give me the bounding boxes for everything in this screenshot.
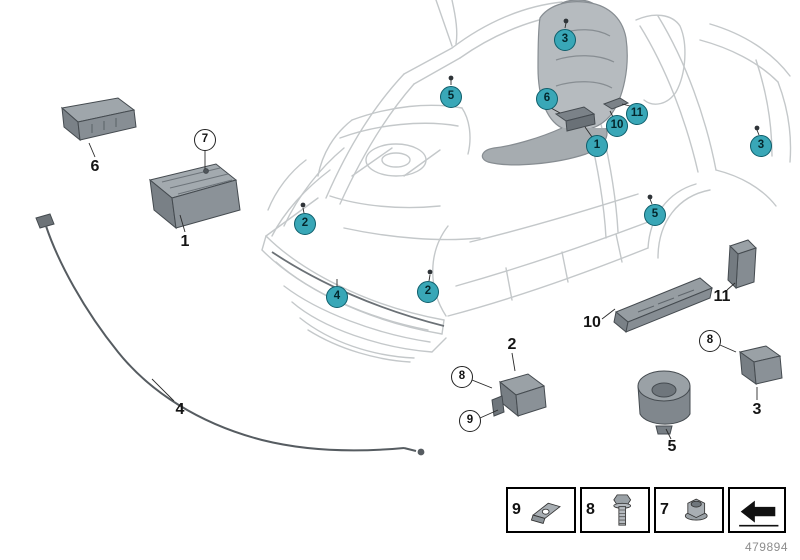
under-seat-modules [554,97,630,132]
callout-circle-3-seat[interactable]: 3 [554,29,576,51]
callout-circle-11[interactable]: 11 [626,103,648,125]
callout-circle-1[interactable]: 1 [586,135,608,157]
diagram-number: 479894 [744,540,788,554]
callout-circle-9[interactable]: 9 [459,410,481,432]
callout-circle-2-mid[interactable]: 2 [417,281,439,303]
part-label-5[interactable]: 5 [667,438,677,455]
part-2-front-sensor [491,373,547,418]
part-11-bracket [727,239,757,290]
part-label-10[interactable]: 10 [583,314,601,331]
part-3-side-sensor [738,345,783,386]
part-label-11[interactable]: 11 [713,288,731,305]
part-10-bracket-rail [613,277,713,333]
part-4-sensor-cable [35,213,445,456]
fastener-legend: 9 8 7 [506,487,786,533]
part-label-4[interactable]: 4 [175,401,185,418]
bracket-icon [530,502,561,524]
part-label-6[interactable]: 6 [90,158,100,175]
car-body-line-art [261,0,792,363]
callout-circle-3-right[interactable]: 3 [750,135,772,157]
callout-circle-8-right[interactable]: 8 [699,330,721,352]
fastener-dots [300,18,760,275]
callout-circle-2-left[interactable]: 2 [294,213,316,235]
direction-arrow-icon [739,500,779,527]
callout-circle-5-front[interactable]: 5 [440,86,462,108]
legend-label-8: 8 [586,501,595,518]
callout-circle-6[interactable]: 6 [536,88,558,110]
bolt-icon [613,494,632,526]
legend-label-7: 7 [660,501,669,518]
callout-circle-7[interactable]: 7 [194,129,216,151]
callout-circle-8-left[interactable]: 8 [451,366,473,388]
legend-item-direction [728,487,786,533]
leader-lines [88,22,760,440]
part-5-round-sensor [637,370,691,435]
part-label-1[interactable]: 1 [180,233,190,250]
legend-label-9: 9 [512,501,521,518]
legend-item-7[interactable]: 7 [654,487,724,533]
legend-item-8[interactable]: 8 [580,487,650,533]
callout-circle-10[interactable]: 10 [606,115,628,137]
part-label-2[interactable]: 2 [507,336,517,353]
part-1-airbag-control-unit [148,163,241,230]
flange-nut-icon [684,498,708,521]
part-6-ecu-module [60,97,137,142]
callout-circle-5-bpillar[interactable]: 5 [644,204,666,226]
callout-circle-4[interactable]: 4 [326,286,348,308]
part-label-3[interactable]: 3 [752,401,762,418]
legend-item-9[interactable]: 9 [506,487,576,533]
